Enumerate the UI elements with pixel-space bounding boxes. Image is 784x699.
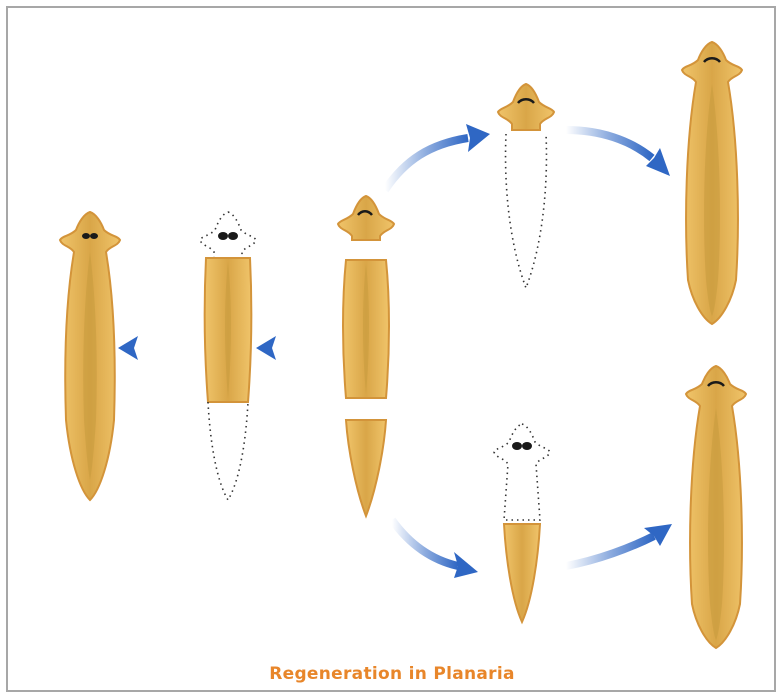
- worm-head-fragment-regenerating: [498, 84, 554, 288]
- arrow-bottom-right: [566, 524, 672, 566]
- eyespot: [522, 442, 532, 450]
- worm-tail-fragment-regenerating: [494, 424, 550, 622]
- worm-regenerated-left: [60, 212, 120, 500]
- figure-caption: Regeneration in Planaria: [0, 664, 784, 684]
- eyespot: [90, 233, 98, 239]
- worm-regenerating-middle-fragment: [200, 212, 256, 500]
- eyespot: [512, 442, 522, 450]
- eyespot: [82, 233, 90, 239]
- eyespot: [228, 232, 238, 240]
- worm-regenerated-top-right: [682, 42, 742, 324]
- worm-regenerated-bottom-right: [686, 366, 746, 648]
- arrow-top-right: [566, 130, 670, 176]
- worm-original-cut: [338, 196, 394, 516]
- arrow-left-2: [256, 336, 328, 360]
- eyespot: [218, 232, 228, 240]
- arrow-left-1: [118, 336, 190, 360]
- arrow-down-right: [392, 520, 478, 578]
- arrow-up-right: [385, 124, 490, 190]
